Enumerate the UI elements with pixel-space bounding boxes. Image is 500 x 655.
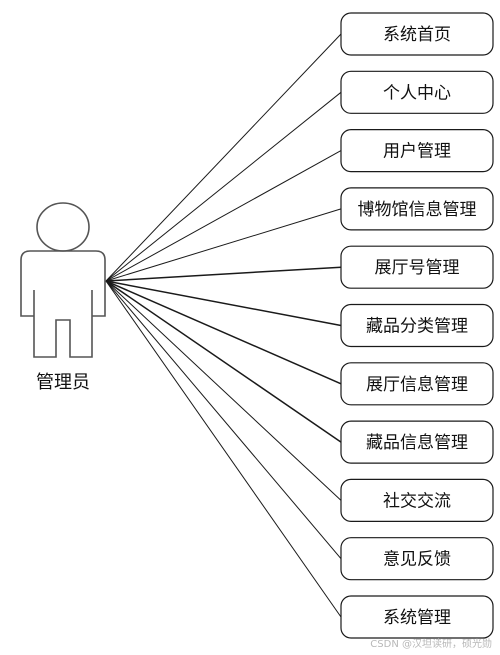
use-case-box: 系统管理: [340, 595, 494, 639]
use-case-label: 博物馆信息管理: [358, 200, 477, 220]
connector-line: [105, 91, 342, 282]
use-case-box-outline: [340, 187, 494, 231]
connector-line: [105, 33, 342, 282]
use-case-box: 意见反馈: [340, 537, 494, 581]
use-case-label: 系统首页: [383, 25, 451, 45]
use-case-box-outline: [340, 303, 494, 348]
use-case-box: 社交交流: [340, 478, 494, 522]
use-case-box: 展厅信息管理: [340, 362, 494, 406]
connector-line: [105, 280, 342, 618]
connector-line: [105, 280, 342, 327]
connector-lines: [105, 33, 342, 618]
use-case-box-outline: [340, 362, 494, 406]
use-case-label: 展厅号管理: [375, 258, 460, 278]
use-case-box-outline: [340, 420, 494, 464]
use-case-box: 藏品分类管理: [340, 303, 494, 348]
use-case-box: 博物馆信息管理: [340, 187, 494, 231]
watermark-text: CSDN @汉坦读研，硕光勋: [370, 637, 492, 650]
actor-admin: 管理员: [20, 202, 106, 393]
use-case-box-outline: [340, 12, 494, 56]
use-case-label: 用户管理: [383, 142, 451, 162]
use-case-box-outline: [340, 537, 494, 581]
use-case-box-outline: [340, 129, 494, 173]
use-case-box: 展厅号管理: [340, 245, 494, 289]
use-case-label: 藏品分类管理: [366, 317, 468, 337]
connector-line: [105, 280, 342, 443]
use-case-box: 个人中心: [340, 70, 494, 114]
use-case-box-outline: [340, 478, 494, 522]
connector-line: [105, 280, 342, 560]
connector-line: [105, 208, 342, 282]
connector-line: [105, 280, 342, 501]
actor-body-icon: [20, 250, 106, 358]
use-case-box: 用户管理: [340, 129, 494, 173]
actor-label: 管理员: [36, 372, 90, 393]
use-case-label: 藏品信息管理: [366, 433, 468, 453]
use-case-box-outline: [340, 595, 494, 639]
use-case-list: 系统首页个人中心用户管理博物馆信息管理展厅号管理藏品分类管理展厅信息管理藏品信息…: [340, 12, 494, 639]
use-case-box: 藏品信息管理: [340, 420, 494, 464]
use-case-box-outline: [340, 70, 494, 114]
use-case-label: 系统管理: [383, 608, 451, 628]
use-case-label: 个人中心: [383, 83, 451, 103]
connector-line: [105, 266, 342, 282]
use-case-box: 系统首页: [340, 12, 494, 56]
use-case-label: 意见反馈: [383, 550, 451, 570]
actor-head-icon: [36, 202, 90, 252]
use-case-box-outline: [340, 245, 494, 289]
connector-line: [105, 150, 342, 282]
connector-line: [105, 280, 342, 385]
use-case-label: 展厅信息管理: [366, 375, 468, 395]
use-case-label: 社交交流: [383, 491, 451, 511]
